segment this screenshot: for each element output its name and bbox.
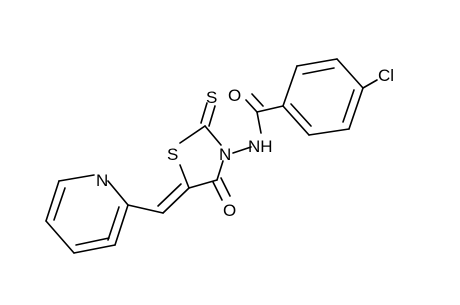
pyridine-nitrogen-label: N xyxy=(96,171,108,190)
ring-sulfur-label: S xyxy=(167,145,178,164)
amide-nh-label: NH xyxy=(248,137,273,156)
ring-carbonyl-double-bond xyxy=(212,177,231,201)
chlorine-label: Cl xyxy=(378,66,394,85)
pyridine-ring xyxy=(45,174,129,254)
thione-sulfur-label: S xyxy=(206,88,217,107)
amide-carbonyl xyxy=(245,93,284,134)
chlorophenyl-ring xyxy=(282,58,364,136)
exocyclic-double-bond xyxy=(157,183,190,214)
c-cl-bond xyxy=(362,79,378,89)
ch-pyridine-bond xyxy=(127,204,164,214)
thiazolidine-ring xyxy=(179,125,224,189)
carbonyl-oxygen-label: O xyxy=(223,201,236,220)
thione-double-bond xyxy=(200,102,216,127)
n-n-bond xyxy=(232,146,252,154)
amide-oxygen-label: O xyxy=(228,86,241,105)
ring-nitrogen-label: N xyxy=(219,145,231,164)
